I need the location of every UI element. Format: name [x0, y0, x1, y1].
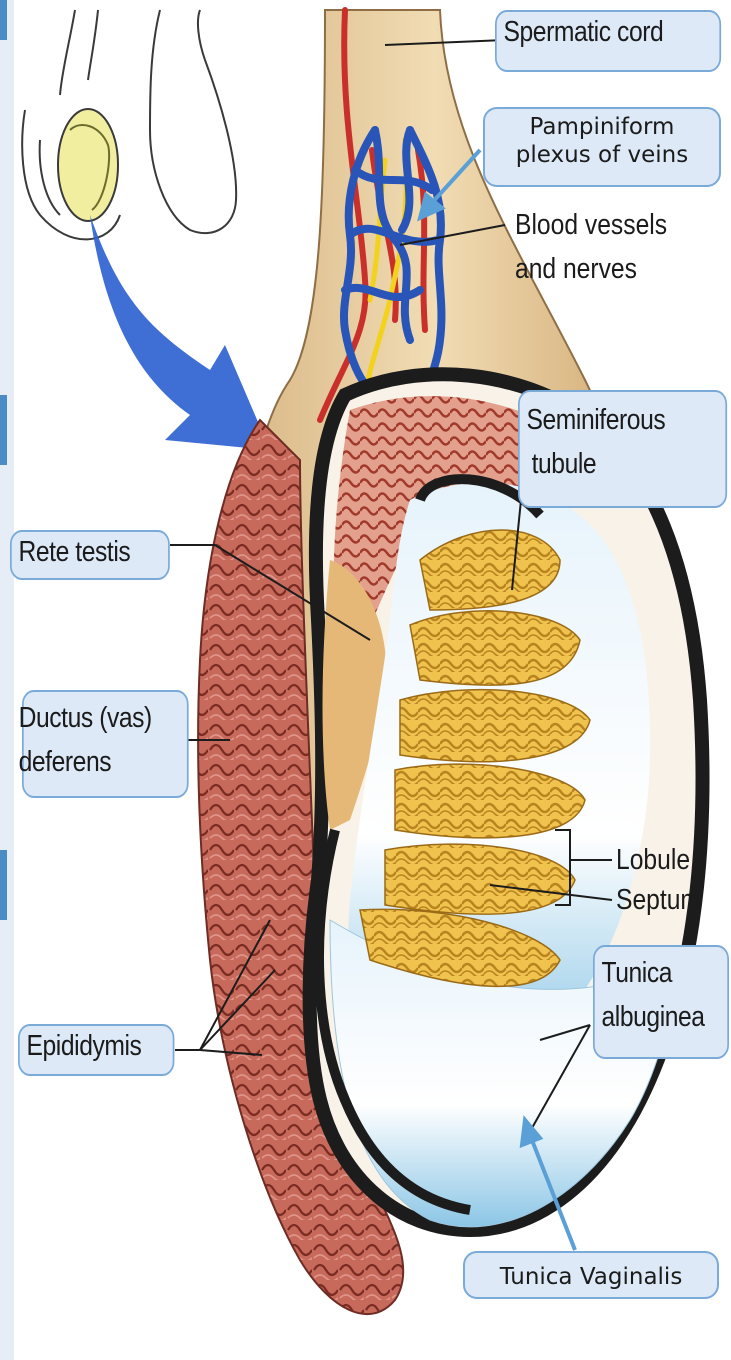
label-tunica-albuginea: Tunica albuginea — [593, 945, 729, 1059]
label-rete-testis: Rete testis — [10, 530, 170, 580]
label-ductus-deferens: Ductus (vas) deferens — [22, 690, 189, 798]
ductus-text-line1: Ductus (vas) — [19, 696, 181, 740]
blood-vessels-text-line1: Blood vessels — [515, 203, 728, 247]
seminiferous-text-line2: tubule — [527, 442, 719, 486]
epididymis-text: Epididymis — [27, 1030, 142, 1062]
label-spermatic-cord: Spermatic cord — [495, 10, 721, 72]
blood-vessels-text-line2: and nerves — [515, 247, 728, 291]
label-septum: Septum — [616, 884, 701, 916]
tunica-albuginea-text-line1: Tunica — [602, 951, 721, 995]
septum-text: Septum — [616, 884, 701, 916]
tunica-vaginalis-text: Tunica Vaginalis — [500, 1264, 683, 1290]
pampiniform-text-line2: plexus of veins — [493, 141, 711, 169]
ductus-text-line2: deferens — [19, 740, 181, 784]
blue-curved-arrow-icon — [90, 215, 270, 450]
label-blood-vessels: Blood vessels and nerves — [515, 203, 728, 291]
tunica-albuginea-text-line2: albuginea — [602, 995, 721, 1039]
seminiferous-text-line1: Seminiferous — [527, 398, 719, 442]
label-lobule: Lobule — [616, 844, 690, 876]
pampiniform-text-line1: Pampiniform — [493, 113, 711, 141]
inset-sketch — [22, 10, 236, 239]
label-epididymis: Epididymis — [18, 1024, 174, 1076]
label-tunica-vaginalis: Tunica Vaginalis — [463, 1251, 719, 1299]
lobule-text: Lobule — [616, 844, 690, 876]
label-pampiniform-plexus: Pampiniform plexus of veins — [483, 107, 721, 187]
label-seminiferous-tubule: Seminiferous tubule — [518, 390, 727, 508]
rete-testis-text: Rete testis — [19, 536, 131, 568]
spermatic-cord-text: Spermatic cord — [504, 16, 664, 48]
